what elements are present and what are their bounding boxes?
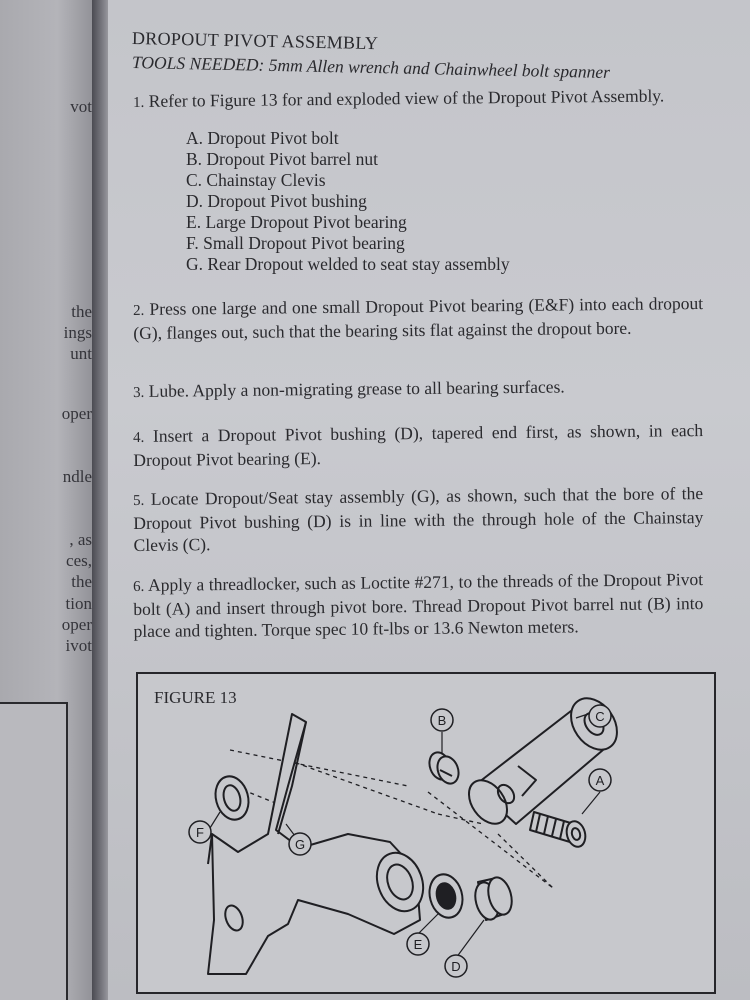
step-text: Refer to Figure 13 for and exploded view… — [148, 85, 665, 111]
callout-b: B — [430, 708, 454, 732]
parts-list: A. Dropout Pivot bolt B. Dropout Pivot b… — [186, 128, 510, 275]
pivot-bolt — [529, 811, 587, 848]
left-text-fragment: vot — [70, 97, 92, 116]
book-gutter — [92, 0, 110, 1000]
large-pivot-bearing — [428, 873, 464, 919]
left-facing-page: vot the ings unt oper ndle , as ces, the… — [0, 0, 96, 1000]
step-text: Insert a Dropout Pivot bushing (D), tape… — [133, 420, 704, 470]
svg-text:E: E — [414, 937, 423, 952]
part-item: C. Chainstay Clevis — [186, 170, 326, 190]
svg-text:A: A — [596, 773, 605, 788]
step-5: 5. Locate Dropout/Seat stay assembly (G)… — [133, 483, 704, 555]
callout-e: E — [406, 932, 430, 956]
left-text-fragment: oper — [61, 404, 92, 423]
barrel-nut — [428, 751, 460, 785]
callout-f: F — [188, 820, 212, 844]
exploded-view-drawing: A B C D E F G — [188, 697, 618, 978]
part-item: A. Dropout Pivot bolt — [186, 128, 339, 148]
left-text-fragment: ings — [63, 323, 92, 342]
small-pivot-bearing — [214, 775, 250, 821]
dropout-seatstay-assembly — [207, 713, 425, 975]
callout-a: A — [588, 768, 612, 792]
left-text-fragment: tion — [65, 594, 92, 613]
step-4: 4. Insert a Dropout Pivot bushing (D), t… — [133, 420, 704, 470]
left-text-fragment: , as — [69, 530, 92, 549]
part-item: E. Large Dropout Pivot bearing — [186, 212, 407, 232]
step-text: Press one large and one small Dropout Pi… — [133, 293, 704, 343]
left-text-fragment: oper — [61, 615, 92, 634]
svg-text:D: D — [451, 959, 460, 974]
left-figure-box — [0, 702, 68, 1000]
callout-d: D — [444, 954, 468, 978]
svg-text:B: B — [438, 713, 447, 728]
figure-title: FIGURE 13 — [154, 688, 237, 707]
svg-text:G: G — [295, 837, 305, 852]
part-item: B. Dropout Pivot barrel nut — [186, 149, 378, 169]
step-6: 6. Apply a threadlocker, such as Loctite… — [133, 569, 704, 641]
left-text-fragment: ces, — [66, 551, 92, 570]
left-text-fragment: the — [71, 572, 92, 591]
callout-c: C — [588, 704, 612, 728]
pivot-bushing — [474, 876, 513, 921]
left-text-fragment: ndle — [62, 467, 92, 486]
step-text: Apply a threadlocker, such as Loctite #2… — [133, 569, 704, 641]
callout-leaders — [209, 713, 601, 959]
callout-g: G — [288, 832, 312, 856]
figure-13: FIGURE 13 — [136, 672, 716, 994]
left-text-fragment: ivot — [65, 636, 92, 655]
svg-text:C: C — [595, 709, 604, 724]
left-text-fragment: the — [71, 302, 92, 321]
part-item: F. Small Dropout Pivot bearing — [186, 233, 405, 253]
left-text-fragment: unt — [70, 344, 92, 363]
step-text: Lube. Apply a non-migrating grease to al… — [148, 376, 565, 401]
part-item: G. Rear Dropout welded to seat stay asse… — [186, 254, 510, 274]
part-item: D. Dropout Pivot bushing — [186, 191, 367, 211]
step-2: 2. Press one large and one small Dropout… — [133, 293, 704, 343]
step-text: Locate Dropout/Seat stay assembly (G), a… — [133, 483, 704, 555]
svg-text:F: F — [196, 825, 204, 840]
